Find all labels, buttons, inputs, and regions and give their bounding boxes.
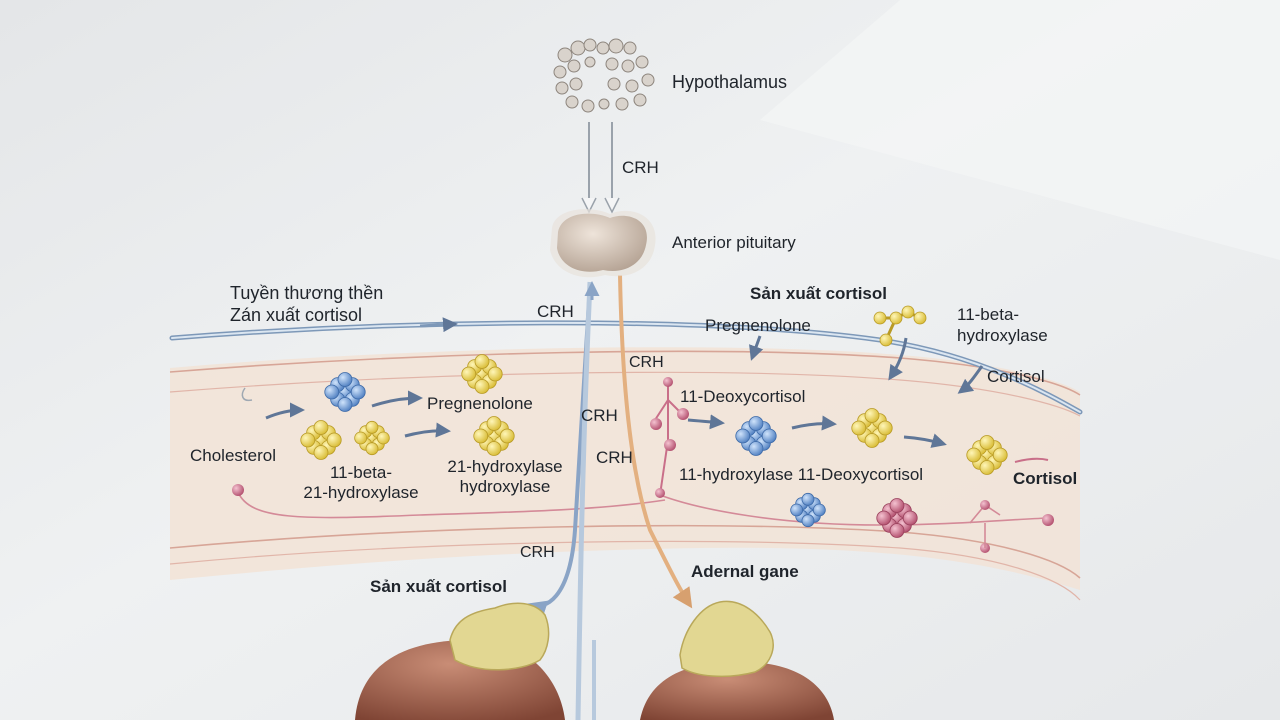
- hypothalamus-cluster: [553, 38, 655, 113]
- cortisol-end-label: Cortisol: [1013, 469, 1078, 488]
- molecule-bead: [474, 379, 490, 394]
- hydroxylase-21-line-2: hydroxylase: [459, 477, 551, 496]
- molecule-bead: [979, 460, 995, 475]
- molecule-bead: [365, 442, 379, 456]
- left-title-line-2: Zán xuất cortisol: [230, 305, 363, 325]
- crh-ascending-vessel: [575, 281, 593, 720]
- molecule-bead: [979, 435, 995, 450]
- red-capillary-right: [659, 494, 1049, 526]
- bottom-right-label: Adernal gane: [691, 562, 799, 581]
- molecule-bead: [877, 420, 893, 436]
- molecule-bead: [326, 432, 342, 448]
- molecule-bead: [313, 420, 329, 435]
- pink-node: [663, 377, 673, 387]
- molecule-bead: [486, 416, 502, 431]
- molecule-bead: [461, 366, 477, 382]
- molecule-bead: [992, 447, 1008, 463]
- vessel-arrow: [419, 317, 458, 333]
- left-adrenal-gland: [355, 602, 565, 720]
- tissue-lower-line-2: [169, 540, 1081, 601]
- beta-label-line-2: 21-hydroxylase: [303, 483, 419, 502]
- right-adrenal-gland: [640, 600, 834, 720]
- beta-hydroxylase-top-2: hydroxylase: [957, 326, 1048, 345]
- molecule-clusters: [300, 305, 1008, 538]
- crh-arrowhead-right: [604, 197, 620, 214]
- molecule-bead: [365, 420, 379, 434]
- molecule-bead: [889, 523, 905, 538]
- hypothalamus-label: Hypothalamus: [672, 72, 788, 92]
- crh-vessel-label-1: CRH: [581, 406, 618, 425]
- crh-low-label: CRH: [520, 544, 555, 561]
- molecule-bead: [812, 503, 826, 517]
- tissue-upper-line: [169, 350, 1081, 396]
- pink-node: [655, 488, 665, 498]
- molecule-bead: [864, 408, 880, 423]
- acth-orange-vessel: [618, 274, 693, 609]
- cortisol-pointer: [1014, 457, 1049, 463]
- red-capillary: [237, 491, 666, 519]
- molecule-bead: [864, 433, 880, 448]
- crh-top-label: CRH: [622, 158, 659, 177]
- molecule-bead: [876, 510, 892, 526]
- small-hook: [241, 387, 253, 402]
- left-title-line-1: Tuyền thương thền: [230, 283, 384, 303]
- molecule-bead: [790, 503, 804, 517]
- molecule-bead: [324, 384, 340, 400]
- capillary-node-right: [1042, 514, 1054, 526]
- crh-vessel-label-2: CRH: [596, 448, 633, 467]
- crh-right-label: CRH: [629, 354, 664, 371]
- molecule-bead: [376, 431, 390, 445]
- crh-mid-label: CRH: [537, 302, 574, 321]
- molecule-bead: [902, 510, 918, 526]
- cholesterol-label: Cholesterol: [190, 446, 276, 465]
- cortisol-top-label: Cortisol: [987, 367, 1045, 386]
- molecule-bead: [499, 428, 515, 444]
- branched-molecule-atom: [901, 305, 915, 319]
- branched-molecule-atom: [879, 333, 893, 347]
- capillary-node: [232, 484, 244, 496]
- molecule-bead: [474, 354, 490, 369]
- pregnenolone-mid-label: Pregnenolone: [427, 394, 533, 413]
- branched-molecule-atom: [913, 311, 927, 325]
- molecule-bead: [487, 366, 503, 382]
- anterior-pituitary-shape: [550, 209, 656, 278]
- molecule-bead: [473, 428, 489, 444]
- branched-molecule-atom: [889, 311, 903, 325]
- molecule-bead: [486, 441, 502, 456]
- pink-node: [650, 418, 662, 430]
- anterior-pituitary-label: Anterior pituitary: [672, 233, 796, 252]
- molecule-bead: [300, 432, 316, 448]
- tissue-lower-line: [169, 524, 1081, 579]
- molecule-bead: [748, 416, 764, 431]
- molecule-bead: [801, 492, 815, 506]
- molecule-bead: [354, 431, 368, 445]
- pink-node: [677, 408, 689, 420]
- molecule-bead: [761, 428, 777, 444]
- molecule-bead: [735, 428, 751, 444]
- pregnenolone-top-label: Pregnenolone: [705, 316, 811, 335]
- molecule-bead: [851, 420, 867, 436]
- capillary-node-2: [980, 500, 990, 510]
- light-streak: [760, 0, 1280, 260]
- hydroxylase-21-line-1: 21-hydroxylase: [447, 457, 563, 476]
- right-title-label: Sản xuất cortisol: [750, 284, 887, 303]
- molecule-bead: [337, 397, 353, 412]
- molecule-bead: [966, 447, 982, 463]
- hydroxylase-11-row-label: 11-hydroxylase 11-Deoxycortisol: [679, 465, 924, 484]
- bottom-left-label: Sản xuất cortisol: [370, 577, 507, 596]
- beta-hydroxylase-top-1: 11-beta-: [957, 305, 1020, 324]
- molecule-bead: [748, 441, 764, 456]
- molecule-bead: [350, 384, 366, 400]
- molecule-bead: [801, 514, 815, 528]
- pink-node: [664, 439, 676, 451]
- molecule-bead: [313, 445, 329, 460]
- deoxycortisol-top-label: 11-Deoxycortisol: [680, 387, 806, 406]
- molecule-bead: [889, 498, 905, 513]
- branched-molecule-atom: [873, 311, 887, 325]
- blue-vessel-horizontal-inner: [171, 321, 1081, 413]
- pathway-arrows: [265, 335, 984, 448]
- molecule-bead: [337, 372, 353, 387]
- beta-label-line-1: 11-beta-: [329, 463, 393, 482]
